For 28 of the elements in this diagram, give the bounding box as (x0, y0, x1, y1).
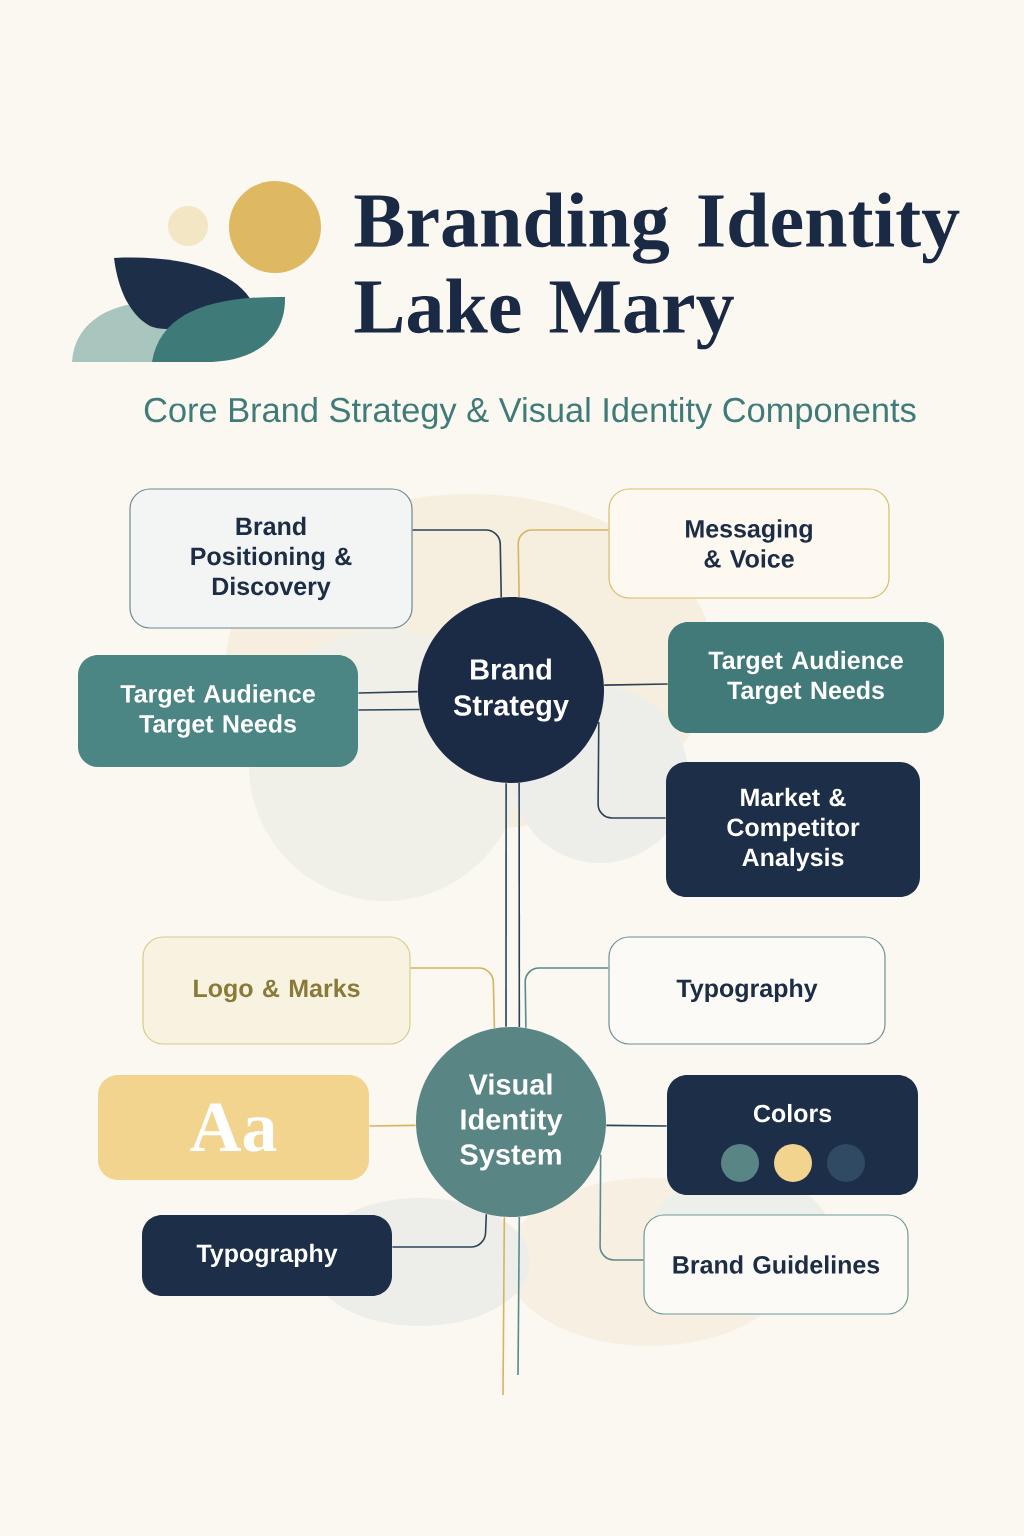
connector-line (411, 529, 503, 598)
topic-box: Brand Positioning & Discovery (129, 488, 413, 629)
connector-line (502, 1216, 506, 1396)
topic-box: Target Audience Target Needs (668, 622, 944, 733)
topic-box: Typography (142, 1215, 392, 1296)
topic-box: Target Audience Target Needs (78, 655, 358, 767)
topic-box: Typography (608, 936, 886, 1045)
topic-box: Brand Guidelines (643, 1214, 909, 1315)
connector-line (409, 967, 496, 1029)
connector-line (357, 690, 419, 694)
title: Branding Identity Lake Mary (354, 192, 960, 350)
topic-box: Logo & Marks (142, 936, 411, 1045)
connector-line (517, 1216, 521, 1376)
connector-line (518, 782, 521, 1028)
connector-line (605, 1124, 668, 1127)
connector-line (368, 1124, 417, 1127)
connector-line (505, 782, 507, 1028)
connector-line (599, 1153, 645, 1261)
topic-box: Messaging & Voice (608, 488, 890, 599)
connector-line (524, 967, 610, 1029)
subtitle: Core Brand Strategy & Visual Identity Components (144, 396, 916, 430)
connector-line (603, 683, 669, 686)
connector-line (357, 708, 421, 711)
topic-box: Aa (98, 1075, 369, 1180)
connector-line (597, 721, 667, 819)
connector-line (391, 1213, 488, 1248)
connector-line (517, 529, 610, 598)
topic-box: Market & Competitor Analysis (666, 762, 920, 897)
